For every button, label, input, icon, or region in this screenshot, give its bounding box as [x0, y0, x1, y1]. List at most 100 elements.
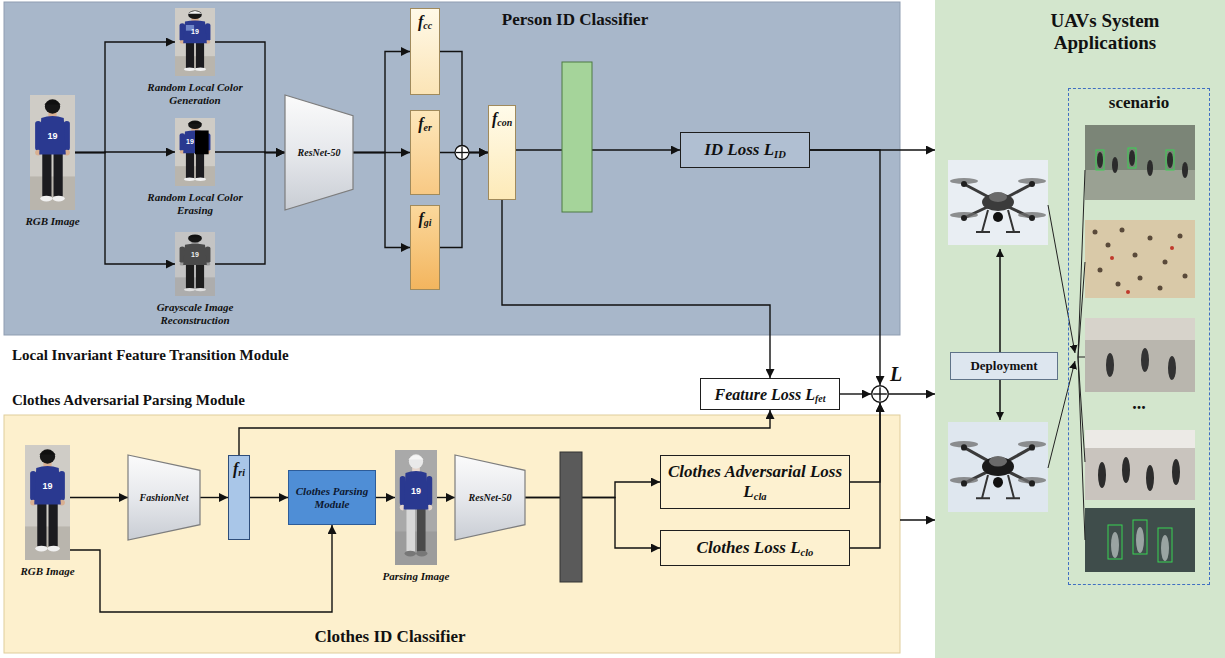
image-box: Random Local Color Erasing — [175, 118, 215, 186]
connector — [353, 153, 410, 248]
image-box: RGB Image — [30, 95, 75, 210]
loss-box: Feature Loss Lfet — [700, 378, 840, 410]
connector — [353, 52, 410, 153]
scenario-photo — [1085, 220, 1195, 298]
node-text: Parsing Image — [370, 570, 462, 583]
person-photo — [175, 232, 215, 296]
feature-box: fri — [228, 455, 250, 540]
image-box: Grayscale Image Reconstruction — [175, 232, 215, 296]
node-text: fgi — [414, 210, 436, 228]
scenario-photo — [1085, 125, 1195, 200]
scenario-photo — [1085, 508, 1195, 572]
drone-photo — [948, 422, 1048, 512]
node-text: UAVs System Applications — [1020, 10, 1190, 54]
sum-symbol — [455, 146, 469, 160]
shirt-number: 19 — [33, 131, 73, 142]
deployment-arrow — [999, 249, 1001, 420]
node-text: ID Loss LID — [684, 140, 806, 160]
node-text: Grayscale Image Reconstruction — [135, 301, 255, 327]
node-text: RGB Image — [10, 215, 95, 228]
connector — [502, 200, 770, 378]
node-text: Random Local Color Erasing — [135, 191, 255, 217]
node-text: fcon — [492, 110, 512, 128]
person-photo — [25, 445, 70, 560]
connector — [376, 497, 395, 498]
feature-bar — [562, 62, 592, 212]
feature-bar — [560, 452, 582, 582]
module-panel: Clothes Adversarial Parsing ModuleClothe… — [4, 415, 900, 653]
feature-box: fcon — [488, 105, 516, 200]
image-box: Parsing Image — [395, 450, 437, 565]
connector — [437, 497, 455, 498]
node-text: Clothes Loss Lclo — [664, 538, 846, 558]
shirt-number: 19 — [396, 486, 436, 497]
connector — [900, 519, 935, 520]
node-text: Clothes Adversarial Loss Lcla — [664, 462, 846, 502]
connector — [215, 153, 285, 265]
connector — [75, 153, 175, 265]
image-box: RGB Image — [25, 445, 70, 560]
ellipsis-label: ... — [1119, 393, 1159, 415]
subscript: clo — [801, 547, 814, 558]
connector — [516, 149, 680, 150]
shirt-number: 19 — [170, 138, 210, 146]
feature-box: fgi — [410, 205, 440, 290]
node-text: ResNet-50 — [458, 492, 522, 504]
node-text: scenario — [1072, 93, 1206, 113]
feature-box: fcc — [410, 8, 440, 95]
connector — [889, 393, 935, 394]
node-text: L — [890, 363, 906, 385]
top-panel-fill — [4, 2, 900, 335]
image-box: Random Local Color Generation — [175, 8, 215, 76]
node-text: Feature Loss Lfet — [704, 385, 836, 404]
bottom-panel-fill — [4, 415, 900, 653]
drone-photo — [948, 160, 1048, 245]
loss-box: ID Loss LID — [680, 132, 810, 168]
shirt-number: 19 — [175, 251, 215, 259]
connector — [525, 482, 660, 498]
node-text: Deployment — [954, 358, 1054, 374]
subscript: gi — [424, 217, 432, 228]
sum-circle — [871, 385, 889, 403]
sum-node: L — [871, 385, 889, 403]
loss-box: Clothes Loss Lclo — [660, 530, 850, 566]
scenario-photo — [1085, 318, 1195, 392]
connector — [215, 42, 285, 153]
connector — [840, 393, 871, 394]
connector — [200, 497, 228, 498]
node-text: ResNet-50 — [288, 147, 350, 159]
scenario-box: scenario — [1068, 88, 1210, 585]
connector — [250, 497, 288, 498]
person-photo — [175, 8, 215, 76]
network-block: FashionNet — [128, 455, 200, 540]
connector — [75, 42, 175, 153]
feature-box: fer — [410, 110, 440, 195]
connector — [525, 498, 660, 549]
node-text: Random Local Color Generation — [135, 81, 255, 107]
subscript: fet — [815, 393, 825, 404]
node-text: Clothes ID Classifier — [285, 627, 495, 647]
loss-box: Clothes Adversarial Loss Lcla — [660, 455, 850, 509]
subscript: ID — [774, 149, 786, 160]
person-photo — [30, 95, 75, 210]
connector — [239, 410, 770, 455]
parsing-photo — [395, 450, 437, 565]
application-panel: UAVs System ApplicationsDeployment scenar… — [935, 0, 1225, 658]
connector — [850, 403, 880, 548]
module-panel: Person ID ClassifierLocal Invariant Feat… — [4, 2, 900, 335]
connector — [850, 403, 880, 482]
node-text: Person ID Classifier — [470, 10, 680, 30]
right-panel-fill — [935, 0, 1225, 658]
subscript: cc — [423, 20, 432, 31]
subscript: con — [497, 117, 512, 128]
node-text: Clothes Adversarial Parsing Module — [12, 391, 412, 409]
process-box: Clothes Parsing Module — [288, 470, 376, 525]
node-text: fer — [414, 115, 436, 133]
shirt-number: 19 — [28, 481, 68, 492]
connector — [70, 525, 332, 612]
connector — [440, 153, 488, 248]
node-text: fcc — [414, 13, 436, 31]
subscript: ri — [238, 467, 245, 478]
scenario-photo — [1085, 430, 1195, 500]
